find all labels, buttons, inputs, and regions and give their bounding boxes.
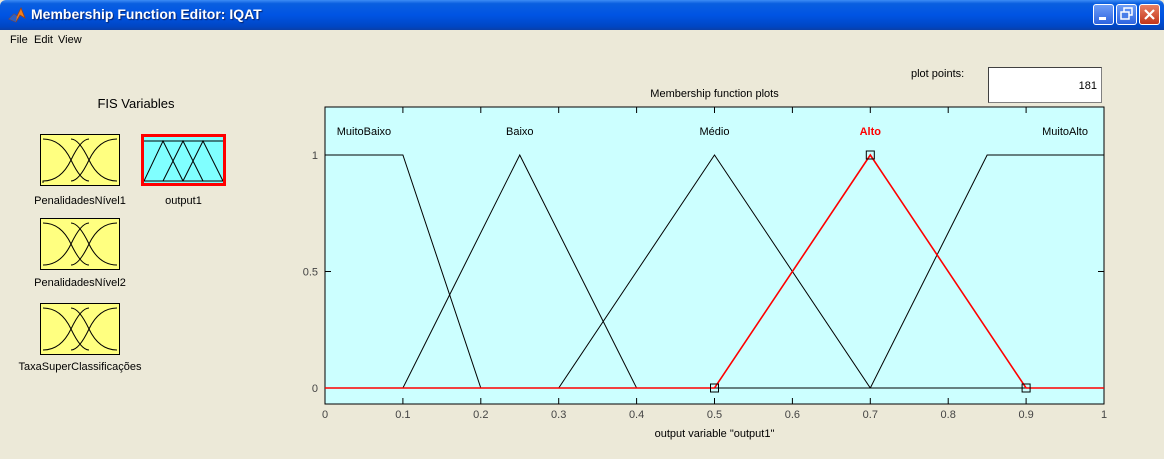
x-tick-label: 0.4: [629, 409, 644, 421]
matlab-logo-icon: [8, 7, 26, 23]
maximize-button[interactable]: [1116, 4, 1137, 25]
x-tick-label: 1: [1101, 409, 1107, 421]
mf-vertex-handle[interactable]: [1021, 383, 1031, 393]
minimize-button[interactable]: [1093, 4, 1114, 25]
input-variable-3-box[interactable]: [40, 303, 120, 355]
menu-bar: File Edit View: [0, 30, 1164, 50]
x-tick-label: 0.5: [707, 409, 722, 421]
mf-label-MuitoAlto: MuitoAlto: [1042, 126, 1088, 138]
window-title: Membership Function Editor: IQAT: [31, 6, 262, 22]
y-tick-label: 0.5: [303, 267, 318, 279]
mf-vertex-handle[interactable]: [865, 150, 875, 160]
mf-label-Médio: Médio: [700, 126, 730, 138]
membership-curves-icon: [42, 307, 118, 351]
fis-variables-heading: FIS Variables: [97, 96, 175, 111]
menu-view[interactable]: View: [58, 34, 82, 46]
x-tick-label: 0.9: [1018, 409, 1033, 421]
triangular-mf-icon: [144, 139, 223, 182]
membership-curves-icon: [42, 222, 118, 266]
close-icon: [1144, 9, 1155, 20]
restore-icon: [1120, 7, 1133, 20]
output-variable-box[interactable]: [141, 134, 226, 186]
x-tick-label: 0.3: [551, 409, 566, 421]
input-variable-2-label: PenalidadesNível2: [34, 277, 126, 289]
x-axis-label: output variable "output1": [655, 428, 775, 440]
x-tick-label: 0.2: [473, 409, 488, 421]
x-tick-label: 0.6: [785, 409, 800, 421]
close-button[interactable]: [1139, 4, 1160, 25]
y-tick-label: 0: [312, 383, 318, 395]
plot-points-input[interactable]: [988, 67, 1102, 103]
x-tick-label: 0.1: [395, 409, 410, 421]
input-variable-1-label: PenalidadesNível1: [34, 195, 126, 207]
y-tick-label: 1: [312, 150, 318, 162]
x-tick-label: 0.7: [863, 409, 878, 421]
title-bar[interactable]: Membership Function Editor: IQAT: [0, 0, 1164, 30]
mf-label-Alto: Alto: [860, 126, 882, 138]
plot-title: Membership function plots: [650, 88, 779, 100]
input-variable-2-box[interactable]: [40, 218, 120, 270]
mf-label-Baixo: Baixo: [506, 126, 534, 138]
membership-curves-icon: [42, 138, 118, 183]
mf-curve-Alto[interactable]: [325, 153, 1104, 389]
menu-edit[interactable]: Edit: [34, 34, 53, 46]
output-variable-label: output1: [165, 195, 202, 207]
mf-vertex-handle[interactable]: [710, 383, 719, 393]
menu-file[interactable]: File: [10, 34, 28, 46]
x-tick-label: 0: [322, 409, 328, 421]
mf-label-MuitoBaixo: MuitoBaixo: [337, 126, 391, 138]
plot-points-label: plot points:: [911, 68, 965, 80]
minimize-icon: [1099, 17, 1106, 20]
plot-area[interactable]: [324, 106, 1105, 405]
input-variable-3-label: TaxaSuperClassificações: [18, 361, 142, 373]
x-tick-label: 0.8: [941, 409, 956, 421]
input-variable-1-box[interactable]: [40, 134, 120, 186]
